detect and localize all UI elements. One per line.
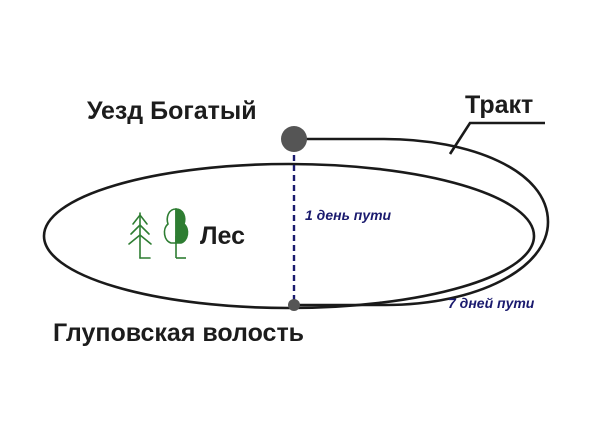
forest-label: Лес — [200, 222, 245, 250]
tract-label-leader — [448, 121, 545, 155]
tract-route — [294, 137, 550, 307]
road-label: Тракт — [465, 91, 533, 119]
town-label: Уезд Богатый — [87, 97, 257, 125]
village-label: Глуповская волость — [53, 319, 304, 347]
village-point — [288, 299, 300, 311]
deciduous-tree-icon — [163, 208, 189, 259]
long-route-label: 7 дней пути — [448, 295, 535, 311]
town-point — [281, 126, 307, 152]
short-route-label: 1 день пути — [305, 207, 392, 223]
forest-area — [42, 162, 536, 310]
conifer-tree-icon — [128, 212, 152, 259]
